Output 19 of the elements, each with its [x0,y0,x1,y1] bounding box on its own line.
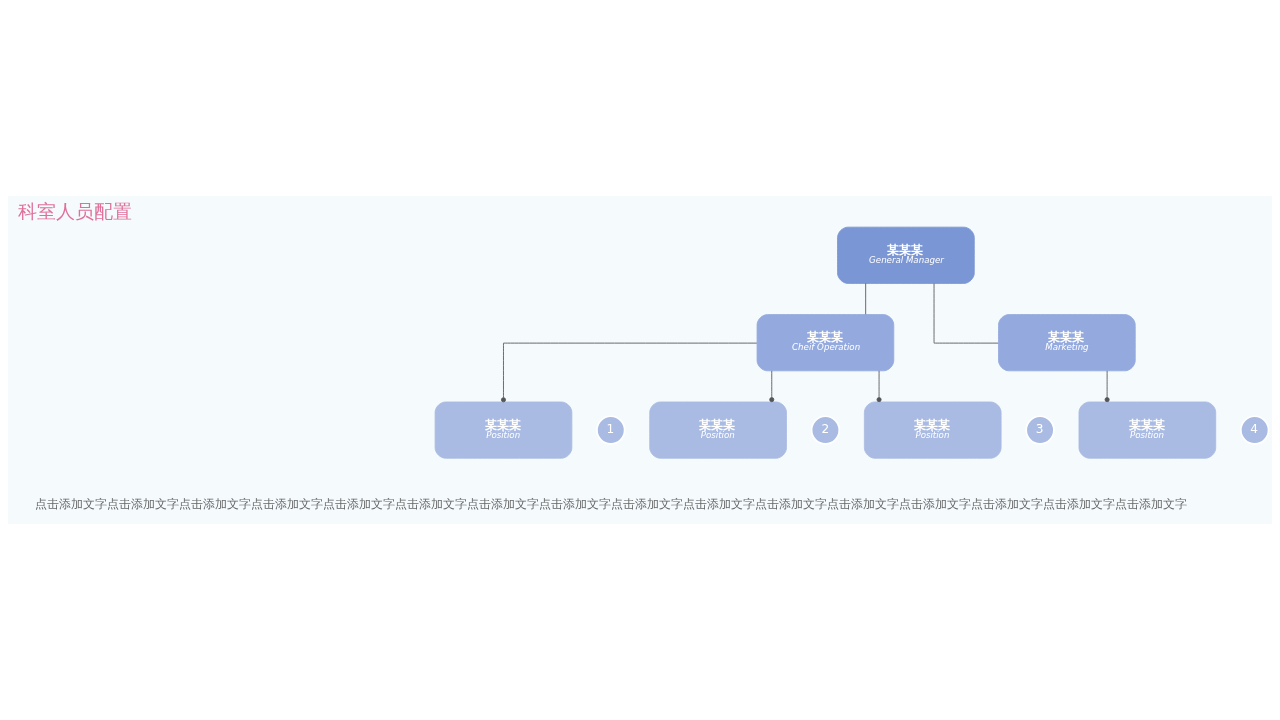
node-box: 某某某 Marketing [998,314,1136,372]
node-circle: 2 [810,415,841,445]
node-circle: 3 [1025,415,1055,445]
diagram-title: 科室人员配置 [18,200,133,223]
connector [769,370,775,403]
node-circle: 1 [596,415,626,445]
node-box: 某某某 Position [649,401,787,459]
node-circle: 4 [1239,415,1270,445]
node-box: 某某某 Position [434,401,573,459]
node-box: 某某某 Position [1078,401,1217,459]
node-box: 某某某 General Manager [837,226,975,284]
connector [933,283,999,344]
connector [1104,370,1110,403]
label: 点击添加文字点击添加文字点击添加文字点击添加文字点击添加文字点击添加文字点击添加文字点击添加文字点击添加文字点击添加文字点击添加文字点击添加文字点击添加文字点击添加文字点击添加文字点击添加文字 [34,497,1187,512]
connector [876,370,882,403]
node-box: 某某某 Position [863,401,1002,459]
connector [500,342,758,403]
connector [865,283,867,315]
node-box: 某某某 Cheif Operation [756,314,895,372]
